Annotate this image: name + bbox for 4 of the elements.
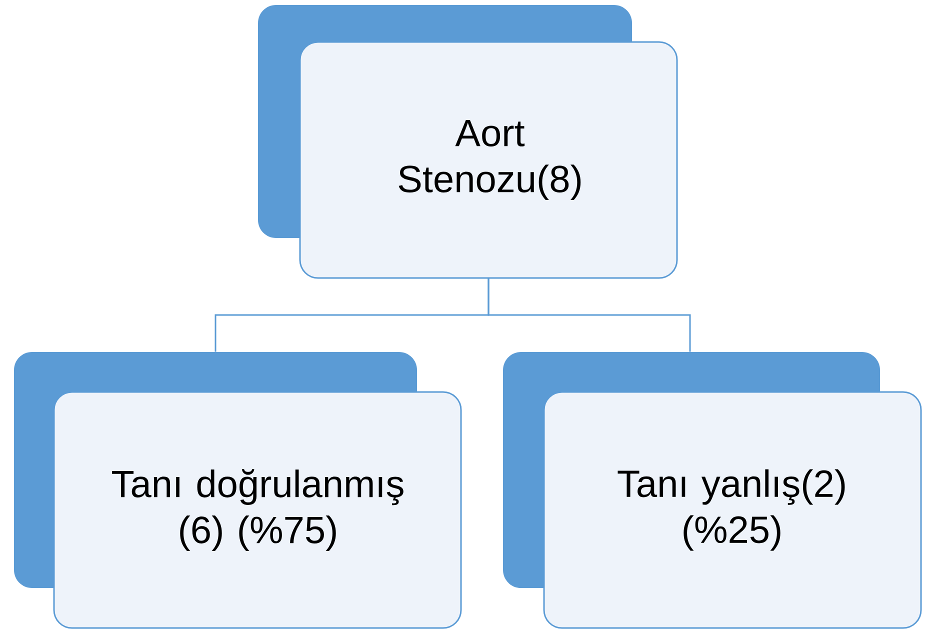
- process-box: Tanı yanlış(2) (%25): [503, 352, 922, 629]
- connector-line: [488, 278, 691, 352]
- process-box: Aort Stenozu(8): [258, 5, 678, 279]
- process-box: Tanı doğrulanmış (6) (%75): [14, 352, 462, 629]
